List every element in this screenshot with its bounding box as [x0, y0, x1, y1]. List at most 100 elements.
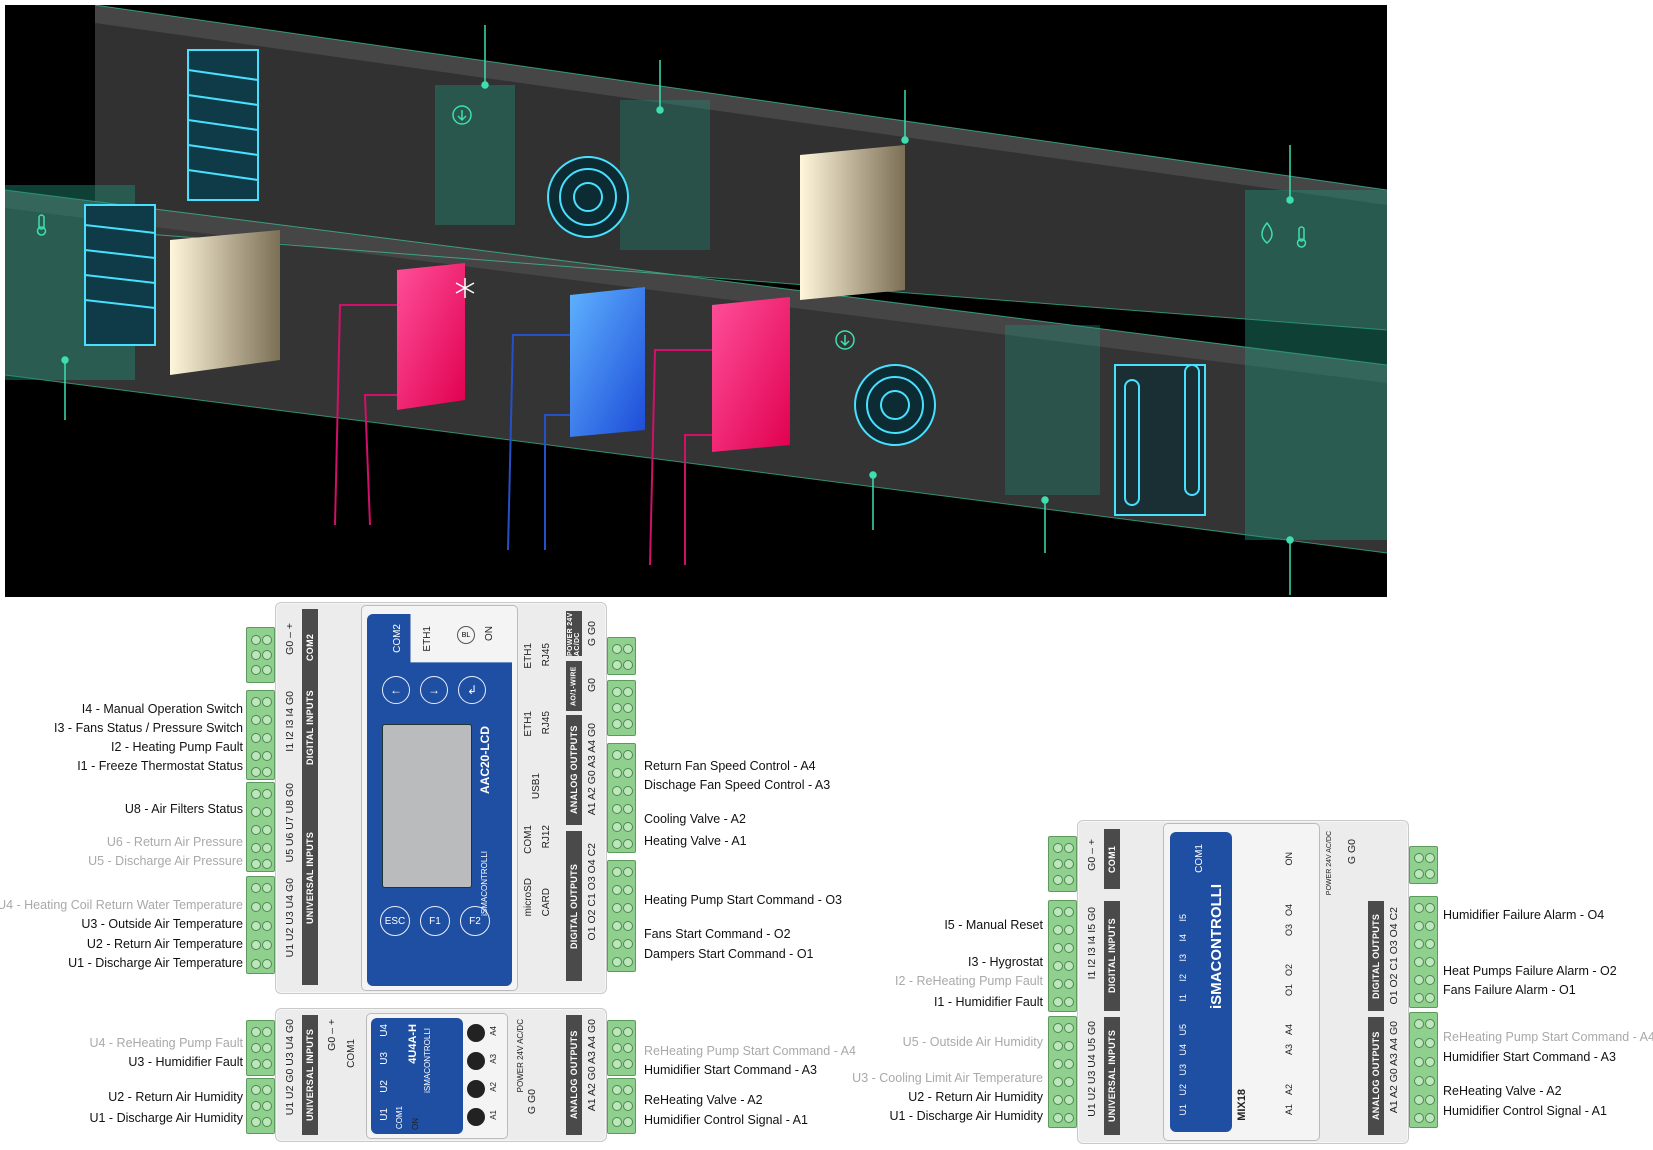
led-label-u2: U2 — [379, 1080, 390, 1093]
band-power: POWER 24V AC/DC — [566, 611, 582, 656]
label-u6: U6 - Return Air Pressure — [106, 835, 243, 849]
led-label-a4: A4 — [489, 1026, 498, 1036]
right-arrow-button[interactable]: → — [420, 676, 448, 704]
label-mix-a2: ReHeating Valve - A2 — [1443, 1084, 1562, 1098]
label-mix-a4: ReHeating Pump Start Command - A4 — [1443, 1030, 1653, 1044]
band-mix-analog-outputs: ANALOG OUTPUTS — [1368, 1017, 1384, 1135]
label-mix-u2: U2 - Return Air Humidity — [908, 1090, 1043, 1104]
filter-2 — [800, 145, 905, 300]
aac20-center: ON ETH1 BL COM2 ← → ↲ AAC20-LCD iSMACONT… — [361, 605, 518, 991]
band-mix-power: POWER 24V AC/DC — [1326, 831, 1333, 896]
aac20-ports: ETH1 RJ45 ETH1 RJ45 USB1 COM1 RJ12 micro… — [521, 633, 561, 983]
f2-button[interactable]: F2 — [460, 906, 490, 936]
mix-led-u2: U2 — [1178, 1084, 1188, 1096]
label-4u-u1: U1 - Discharge Air Humidity — [89, 1111, 243, 1125]
mix-led-o3: O3 — [1284, 924, 1294, 937]
u4a4h-center: U4 U3 U2 U1 4U4A-H iSMACONTROLLI COM1 ON… — [366, 1013, 508, 1139]
mix-led-i1: I1 — [1178, 994, 1188, 1002]
label-u2: U2 - Return Air Temperature — [86, 937, 243, 951]
mix-led-o2: O2 — [1284, 964, 1294, 977]
mix-led-a2: A2 — [1284, 1084, 1294, 1096]
terminal-mix-di — [1048, 900, 1077, 1012]
u4a4h-on: ON — [411, 1118, 420, 1130]
band-universal-inputs: UNIVERSAL INPUTS — [302, 778, 318, 978]
lower-duct — [5, 190, 1387, 553]
heating-coil — [397, 263, 465, 410]
aac20-brand: iSMACONTROLLI — [480, 851, 489, 916]
mix18-on: ON — [1284, 852, 1294, 866]
mix-led-o1: O1 — [1284, 984, 1294, 997]
pins-4u-com1: G0 – + — [326, 1019, 338, 1051]
label-mix-a1: Humidifier Control Signal - A1 — [1443, 1104, 1607, 1118]
label-4u-a4: ReHeating Pump Start Command - A4 — [644, 1044, 856, 1058]
label-mix-o1: Fans Failure Alarm - O1 — [1443, 983, 1576, 997]
mix18-brand: iSMACONTROLLI — [1208, 884, 1225, 1009]
f1-button[interactable]: F1 — [420, 906, 450, 936]
knob-a4-icon[interactable] — [467, 1024, 485, 1042]
port-on: ON — [484, 626, 495, 641]
enter-button[interactable]: ↲ — [458, 676, 486, 704]
knob-a1-icon[interactable] — [467, 1108, 485, 1126]
port-com1: COM1 — [523, 825, 534, 854]
label-u8: U8 - Air Filters Status — [124, 802, 243, 816]
pins-ui-b: U1 U2 U3 U4 G0 — [284, 878, 296, 958]
u4a4h-model: 4U4A-H — [407, 1024, 419, 1064]
damper-bottom — [84, 204, 156, 346]
led-label-u1: U1 — [379, 1108, 390, 1121]
esc-button[interactable]: ESC — [380, 906, 410, 936]
knob-a3-icon[interactable] — [467, 1052, 485, 1070]
label-4u-u3: U3 - Humidifier Fault — [128, 1055, 243, 1069]
band-digital-outputs: DIGITAL OUTPUTS — [566, 831, 582, 981]
return-fan — [854, 364, 936, 446]
port-rj12: RJ12 — [541, 825, 552, 849]
mix-led-a4: A4 — [1284, 1024, 1294, 1036]
knob-a2-icon[interactable] — [467, 1080, 485, 1098]
terminal-mix-ui — [1048, 1016, 1077, 1128]
drop-icon — [1261, 221, 1273, 244]
led-label-a3: A3 — [489, 1054, 498, 1064]
label-a3: Dischage Fan Speed Control - A3 — [644, 778, 831, 792]
port-usb1: USB1 — [531, 773, 542, 800]
port-microsd: microSD — [523, 878, 534, 917]
pins-4u-ui: U1 U2 G0 U3 U4 G0 — [284, 1019, 296, 1116]
mix-led-a3: A3 — [1284, 1044, 1294, 1056]
terminal-digital-outputs — [607, 860, 636, 972]
thermometer-icon — [1296, 226, 1307, 248]
label-mix-u3: U3 - Cooling Limit Air Temperature — [852, 1071, 1043, 1085]
mix-led-a1: A1 — [1284, 1104, 1294, 1116]
pins-ao1w: G0 — [586, 678, 598, 693]
label-mix-i1: I1 - Humidifier Fault — [933, 995, 1043, 1009]
mix18-center: COM1 iSMACONTROLLI I5 I4 I3 I2 I1 U5 U4 … — [1163, 823, 1320, 1141]
port-card: CARD — [541, 888, 552, 917]
aac20-model: AAC20-LCD — [478, 726, 492, 795]
terminal-digital-inputs — [246, 690, 275, 780]
pins-mix-power: G G0 — [1346, 839, 1358, 865]
led-label-a2: A2 — [489, 1082, 498, 1092]
band-digital-inputs: DIGITAL INPUTS — [302, 683, 318, 773]
label-4u-a1: Humidifier Control Signal - A1 — [644, 1113, 808, 1127]
pins-mix-com1: G0 – + — [1086, 839, 1098, 871]
label-mix-i3: I3 - Hygrostat — [967, 955, 1043, 969]
band-4u-power: POWER 24V AC/DC — [516, 1019, 525, 1093]
terminal-4u-ui-top — [246, 1020, 275, 1076]
pins-mix-ui: U1 U2 U3 U4 U5 G0 — [1086, 1021, 1098, 1117]
port-com2-label: COM2 — [392, 624, 403, 653]
label-u1: U1 - Discharge Air Temperature — [68, 956, 243, 970]
label-i2: I2 - Heating Pump Fault — [110, 740, 243, 754]
port-rj45-b: RJ45 — [541, 711, 552, 735]
mix18-face — [1170, 832, 1232, 1132]
mix-led-i4: I4 — [1178, 934, 1188, 942]
ahu-svg — [4, 4, 1388, 595]
u4a4h-brand: iSMACONTROLLI — [423, 1028, 432, 1093]
label-4u-a2: ReHeating Valve - A2 — [644, 1093, 763, 1107]
pins-do: O1 O2 C1 O3 O4 C2 — [586, 843, 598, 941]
reheating-coil — [712, 297, 790, 452]
band-mix-digital-inputs: DIGITAL INPUTS — [1104, 901, 1120, 1011]
left-arrow-button[interactable]: ← — [382, 676, 410, 704]
label-o2: Fans Start Command - O2 — [644, 927, 791, 941]
label-mix-u5: U5 - Outside Air Humidity — [902, 1035, 1043, 1049]
terminal-4u-ao-bottom — [607, 1078, 636, 1134]
ahu-illustration — [4, 4, 1388, 597]
terminal-analog-outputs — [607, 743, 636, 853]
u4a4h-device: UNIVERSAL INPUTS U1 U2 G0 U3 U4 G0 G0 – … — [275, 1008, 607, 1142]
